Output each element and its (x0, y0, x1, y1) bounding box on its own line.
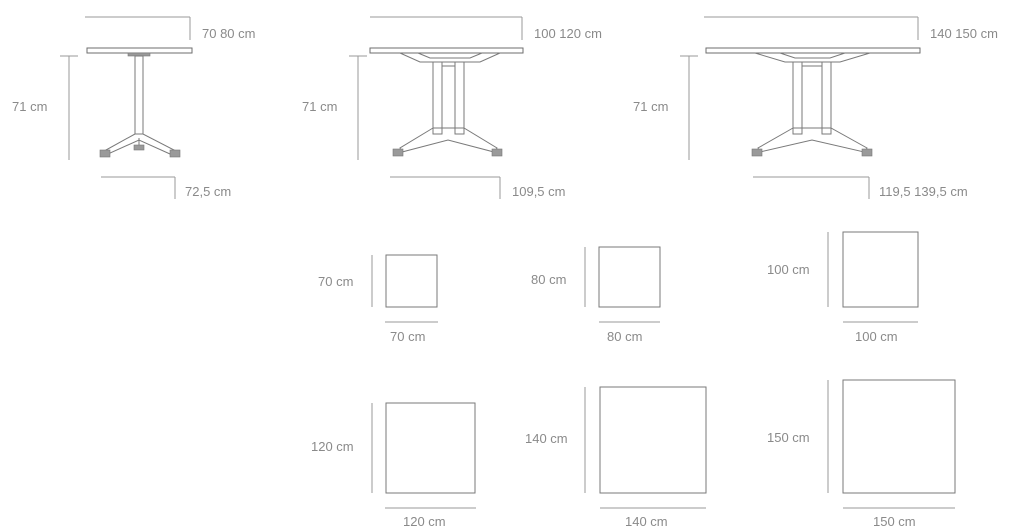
base-width-label: 72,5 cm (185, 184, 231, 199)
left-foot (751, 148, 763, 157)
column-right (821, 61, 832, 135)
width-label: 80 cm (607, 329, 642, 344)
column-left (432, 61, 443, 135)
top-view-150: 150 cm 150 cm (767, 379, 956, 529)
right-foot (491, 148, 503, 157)
width-label: 140 cm (625, 514, 668, 529)
right-foot (169, 149, 181, 158)
side-view-medium: 100 120 cm 71 cm 109,5 cm (302, 16, 602, 199)
depth-label: 150 cm (767, 430, 810, 445)
width-label: 150 cm (873, 514, 916, 529)
top-view-120: 120 cm 120 cm (311, 402, 476, 529)
column (134, 55, 144, 135)
top-bracket (754, 52, 871, 63)
depth-label: 80 cm (531, 272, 566, 287)
right-foot (861, 148, 873, 157)
top-width-label: 70 80 cm (202, 26, 255, 41)
top-width-label: 100 120 cm (534, 26, 602, 41)
table-top-square (385, 254, 438, 308)
table-top-square (599, 386, 707, 494)
side-view-small: 70 80 cm 71 cm 72,5 cm (12, 16, 255, 199)
depth-label: 100 cm (767, 262, 810, 277)
top-bracket (399, 52, 501, 63)
base-width-label: 119,5 139,5 cm (879, 184, 968, 199)
height-label: 71 cm (633, 99, 668, 114)
center-foot (133, 144, 145, 151)
width-label: 120 cm (403, 514, 446, 529)
base-legs (399, 127, 498, 153)
depth-label: 70 cm (318, 274, 353, 289)
top-view-140: 140 cm 140 cm (525, 386, 707, 529)
top-view-70: 70 cm 70 cm (318, 254, 438, 344)
height-label: 71 cm (12, 99, 47, 114)
left-foot (99, 149, 111, 158)
table-top-square (842, 379, 956, 494)
table-top (705, 47, 921, 54)
base-legs (105, 133, 175, 155)
left-foot (392, 148, 404, 157)
top-view-80: 80 cm 80 cm (531, 246, 661, 344)
base-legs (757, 127, 868, 153)
column-right (454, 61, 465, 135)
top-bracket-inner (417, 52, 483, 59)
table-top-square (842, 231, 919, 308)
table-top-square (598, 246, 661, 308)
top-bracket-inner (779, 52, 846, 59)
table-top (86, 47, 193, 54)
top-width-label: 140 150 cm (930, 26, 998, 41)
top-view-100: 100 cm 100 cm (767, 231, 919, 344)
depth-label: 120 cm (311, 439, 354, 454)
height-label: 71 cm (302, 99, 337, 114)
table-top-square (385, 402, 476, 494)
width-label: 100 cm (855, 329, 898, 344)
base-width-label: 109,5 cm (512, 184, 565, 199)
side-view-large: 140 150 cm 71 cm 119,5 139,5 cm (633, 16, 998, 199)
table-top (369, 47, 524, 54)
column-left (792, 61, 803, 135)
depth-label: 140 cm (525, 431, 568, 446)
width-label: 70 cm (390, 329, 425, 344)
